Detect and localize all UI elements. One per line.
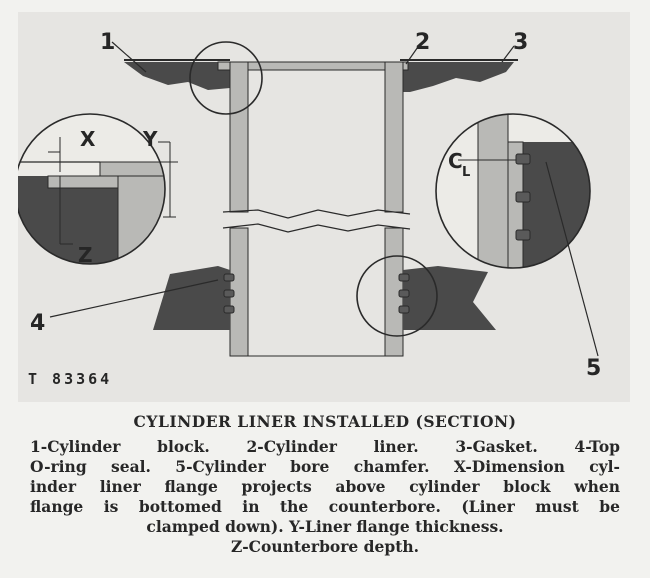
label-z: Z: [78, 243, 93, 267]
label-2: 2: [415, 30, 430, 55]
leader-lines: [49, 41, 599, 357]
caption-line: flange is bottomed in the counterbore. (…: [30, 497, 620, 516]
caption-line: clamped down). Y-Liner flange thickness.: [146, 517, 504, 536]
label-5: 5: [586, 356, 601, 381]
cylinder-liner: [217, 61, 411, 357]
detail-circle-bottom: [356, 255, 438, 337]
label-x: X: [80, 127, 96, 151]
detail-circle-top: [189, 41, 263, 115]
chamfer-detail: [435, 113, 591, 269]
o-ring-seals-main: [223, 273, 410, 314]
caption-line: 1-Cylinder block. 2-Cylinder liner. 3-Ga…: [30, 437, 620, 456]
cylinder-block-bottom: [153, 266, 496, 330]
figure-number: T 83364: [28, 370, 112, 388]
flange-detail: [14, 113, 178, 265]
cylinder-block-top: [124, 62, 514, 92]
liner-section-figure: 1 2 3 4 5 X Y Z C L T 83364: [14, 12, 630, 402]
label-3: 3: [513, 30, 528, 55]
caption-title: CYLINDER LINER INSTALLED (SECTION): [133, 412, 517, 431]
caption-line: O-ring seal. 5-Cylinder bore chamfer. X-…: [30, 457, 620, 476]
liner-diagram: 1 2 3 4 5 X Y Z C L T 83364: [14, 30, 601, 388]
caption-line: Z-Counterbore depth.: [230, 537, 420, 556]
caption-line: inder liner flange projects above cylind…: [30, 477, 620, 496]
label-1: 1: [100, 30, 115, 55]
label-y: Y: [142, 127, 158, 151]
label-cl-c: C: [448, 149, 463, 173]
label-4: 4: [30, 311, 45, 336]
label-cl-l: L: [462, 165, 470, 180]
figure-caption: CYLINDER LINER INSTALLED (SECTION) 1-Cyl…: [30, 412, 620, 557]
